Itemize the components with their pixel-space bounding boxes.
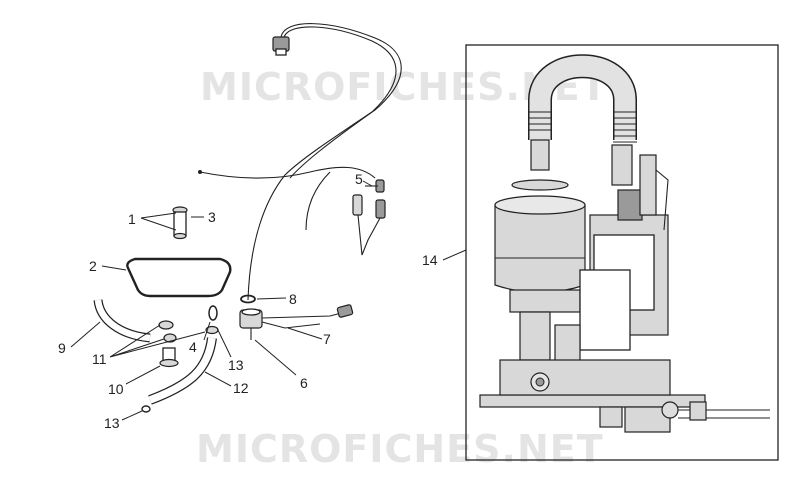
fuel-pump-assembly (479, 54, 770, 433)
watermark-bottom: MICROFICHES.NET (196, 427, 604, 471)
callout-9: 9 (58, 340, 66, 356)
hose-clamp-4 (208, 305, 218, 321)
clip-13 (141, 405, 151, 413)
sensor-wire (198, 166, 376, 231)
callout-3: 3 (208, 209, 216, 225)
wiring-harness (247, 23, 402, 301)
filter-cartridge (172, 206, 188, 240)
gasket (126, 257, 232, 298)
hose-connector-10 (159, 347, 179, 368)
callout-12: 12 (233, 380, 249, 396)
callout-4: 4 (189, 339, 197, 355)
leader-lines (70, 180, 467, 421)
callout-6: 6 (300, 375, 308, 391)
o-ring (240, 294, 256, 304)
callout-1: 1 (128, 211, 136, 227)
callout-13b: 13 (104, 415, 120, 431)
callout-7: 7 (323, 331, 331, 347)
callout-5: 5 (355, 171, 363, 187)
callout-2: 2 (89, 258, 97, 274)
callout-13a: 13 (228, 357, 244, 373)
callout-14: 14 (422, 252, 438, 268)
inset-frame (465, 44, 779, 461)
callout-11: 11 (92, 351, 107, 367)
fuel-fitting (239, 304, 354, 340)
callout-8: 8 (289, 291, 297, 307)
level-sensor (352, 179, 386, 256)
callout-10: 10 (108, 381, 124, 397)
